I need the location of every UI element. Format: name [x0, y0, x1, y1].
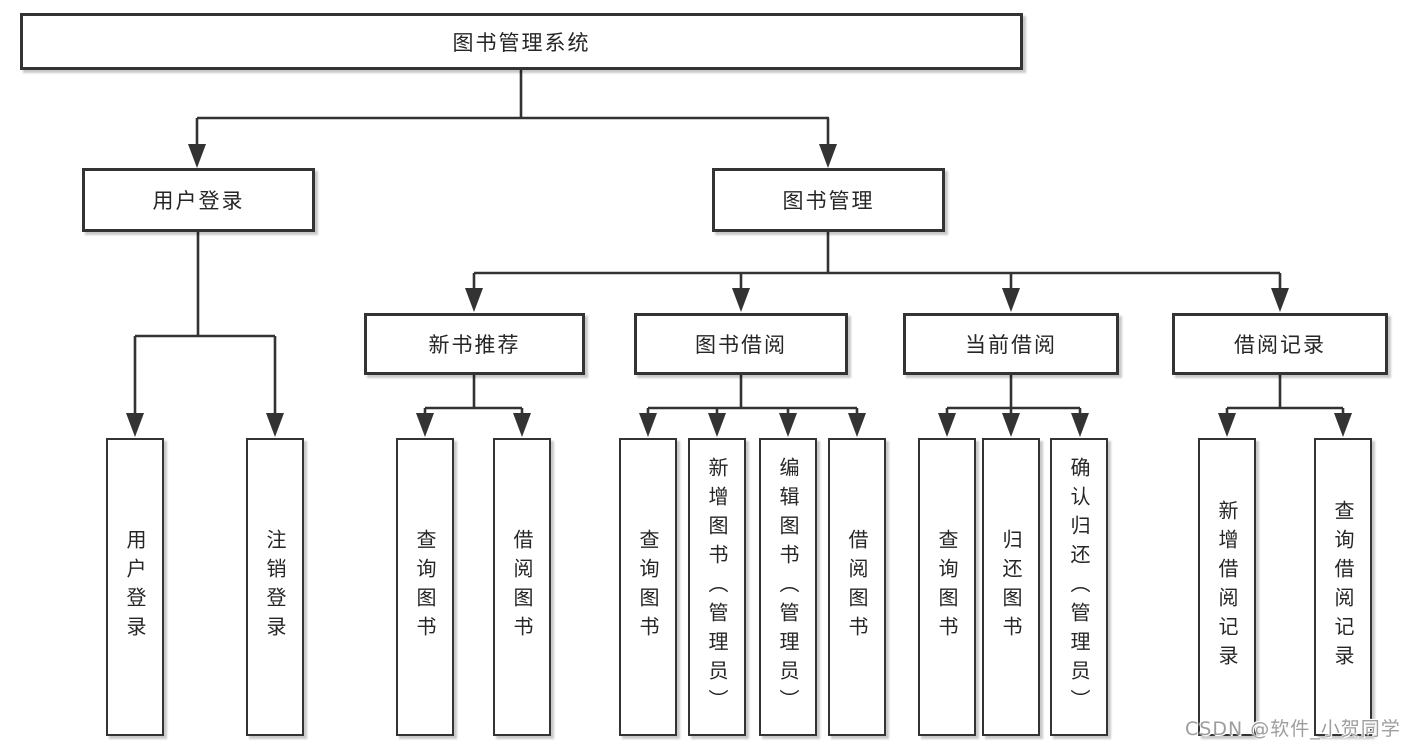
leaf-query-borrow-record-label: 查询借阅记录 [1331, 500, 1355, 674]
leaf-borrow-books-recommend-label: 借阅图书 [510, 529, 534, 645]
leaf-add-books-admin-label: 新增图书（管理员） [705, 456, 729, 718]
leaf-logout-label: 注销登录 [263, 529, 287, 645]
node-book-management: 图书管理 [712, 168, 945, 232]
leaf-query-books-recommend: 查询图书 [396, 438, 454, 736]
leaf-confirm-return-admin-label: 确认归还（管理员） [1067, 456, 1091, 718]
node-book-borrowing: 图书借阅 [634, 313, 848, 375]
leaf-logout: 注销登录 [246, 438, 304, 736]
leaf-user-login-label: 用户登录 [123, 529, 147, 645]
node-current-borrowing: 当前借阅 [903, 313, 1119, 375]
leaf-borrow-books-recommend: 借阅图书 [493, 438, 551, 736]
leaf-query-books-recommend-label: 查询图书 [413, 529, 437, 645]
leaf-user-login: 用户登录 [106, 438, 164, 736]
leaf-query-books-borrowing-label: 查询图书 [636, 529, 660, 645]
node-user-login: 用户登录 [82, 168, 315, 232]
leaf-add-borrow-record: 新增借阅记录 [1198, 438, 1256, 736]
leaf-confirm-return-admin: 确认归还（管理员） [1050, 438, 1108, 736]
leaf-query-books-borrowing: 查询图书 [619, 438, 677, 736]
leaf-return-books: 归还图书 [982, 438, 1040, 736]
leaf-edit-books-admin-label: 编辑图书（管理员） [776, 456, 800, 718]
node-new-book-recommendation: 新书推荐 [364, 313, 585, 375]
leaf-borrow-books-borrowing: 借阅图书 [828, 438, 886, 736]
leaf-query-books-current: 查询图书 [918, 438, 976, 736]
csdn-watermark: CSDN @软件_小贺同学 [1185, 718, 1401, 740]
leaf-borrow-books-borrowing-label: 借阅图书 [845, 529, 869, 645]
leaf-edit-books-admin: 编辑图书（管理员） [759, 438, 817, 736]
node-library-management-system: 图书管理系统 [20, 13, 1023, 70]
leaf-add-borrow-record-label: 新增借阅记录 [1215, 500, 1239, 674]
leaf-query-books-current-label: 查询图书 [935, 529, 959, 645]
leaf-add-books-admin: 新增图书（管理员） [688, 438, 746, 736]
leaf-query-borrow-record: 查询借阅记录 [1314, 438, 1372, 736]
leaf-return-books-label: 归还图书 [999, 529, 1023, 645]
node-borrowing-records: 借阅记录 [1172, 313, 1388, 375]
